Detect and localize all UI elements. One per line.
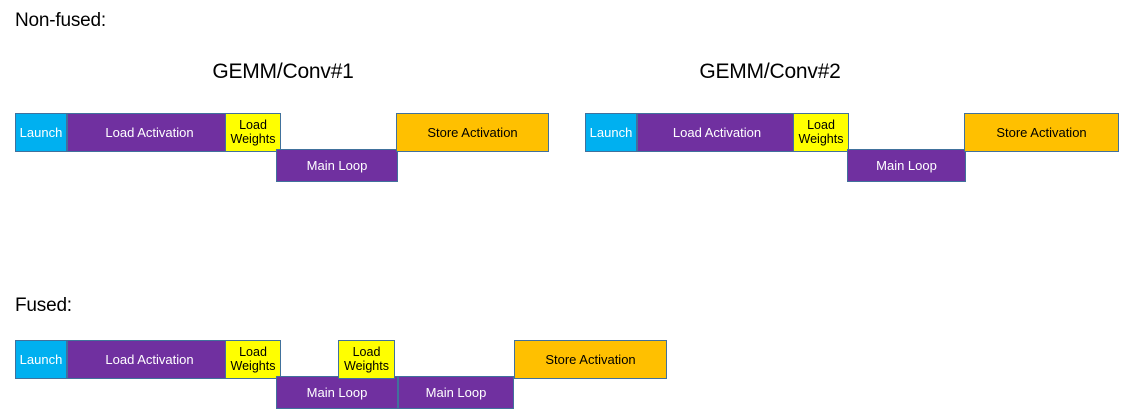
fused-bar-load-activation-label: Load Activation bbox=[105, 351, 194, 367]
fused-bar-main-loop-1: Main Loop bbox=[276, 376, 398, 409]
nonfused-g2-bar-launch-label: Launch bbox=[589, 124, 633, 140]
fused-bar-store-activation: Store Activation bbox=[514, 340, 667, 379]
nonfused-g2-bar-main-loop: Main Loop bbox=[847, 149, 966, 182]
group-title-2: GEMM/Conv#2 bbox=[699, 60, 841, 83]
fused-label: Fused: bbox=[15, 295, 72, 316]
nonfused-g1-bar-store-activation-label: Store Activation bbox=[427, 124, 518, 140]
nonfused-g2-bar-load-activation-label: Load Activation bbox=[672, 124, 762, 140]
fused-bar-launch-label: Launch bbox=[19, 351, 63, 367]
fused-bar-load-weights-1-label: Load Weights bbox=[230, 345, 276, 373]
fused-bar-main-loop-1-label: Main Loop bbox=[306, 384, 368, 400]
nonfused-g2-bar-launch: Launch bbox=[585, 113, 637, 152]
nonfused-g2-bar-load-weights: Load Weights bbox=[793, 113, 849, 152]
group-title-1: GEMM/Conv#1 bbox=[212, 60, 354, 83]
nonfused-g2-bar-main-loop-label: Main Loop bbox=[876, 157, 937, 173]
fused-bar-main-loop-2-label: Main Loop bbox=[425, 384, 487, 400]
fused-bar-launch: Launch bbox=[15, 340, 67, 379]
nonfused-g2-bar-store-activation: Store Activation bbox=[964, 113, 1119, 152]
fused-bar-load-weights-2-label: Load Weights bbox=[344, 345, 389, 373]
nonfused-g1-bar-launch-label: Launch bbox=[19, 124, 63, 140]
nonfused-g1-bar-store-activation: Store Activation bbox=[396, 113, 549, 152]
nonfused-g1-bar-main-loop-label: Main Loop bbox=[306, 157, 368, 173]
fused-bar-main-loop-2: Main Loop bbox=[398, 376, 514, 409]
nonfused-g1-bar-launch: Launch bbox=[15, 113, 67, 152]
fused-bar-load-weights-1: Load Weights bbox=[225, 340, 281, 379]
nonfused-g1-bar-load-activation-label: Load Activation bbox=[105, 124, 194, 140]
nonfused-g1-bar-load-weights: Load Weights bbox=[225, 113, 281, 152]
nonfused-g2-bar-load-activation: Load Activation bbox=[637, 113, 797, 152]
nonfused-g1-bar-load-activation: Load Activation bbox=[67, 113, 232, 152]
nonfused-g2-bar-store-activation-label: Store Activation bbox=[996, 124, 1087, 140]
nonfused-g1-bar-load-weights-label: Load Weights bbox=[230, 118, 276, 146]
nonfused-g2-bar-load-weights-label: Load Weights bbox=[798, 118, 844, 146]
nonfused-label: Non-fused: bbox=[15, 10, 106, 31]
fused-bar-load-activation: Load Activation bbox=[67, 340, 232, 379]
nonfused-g1-bar-main-loop: Main Loop bbox=[276, 149, 398, 182]
fused-bar-store-activation-label: Store Activation bbox=[545, 351, 636, 367]
fused-bar-load-weights-2: Load Weights bbox=[338, 340, 395, 379]
